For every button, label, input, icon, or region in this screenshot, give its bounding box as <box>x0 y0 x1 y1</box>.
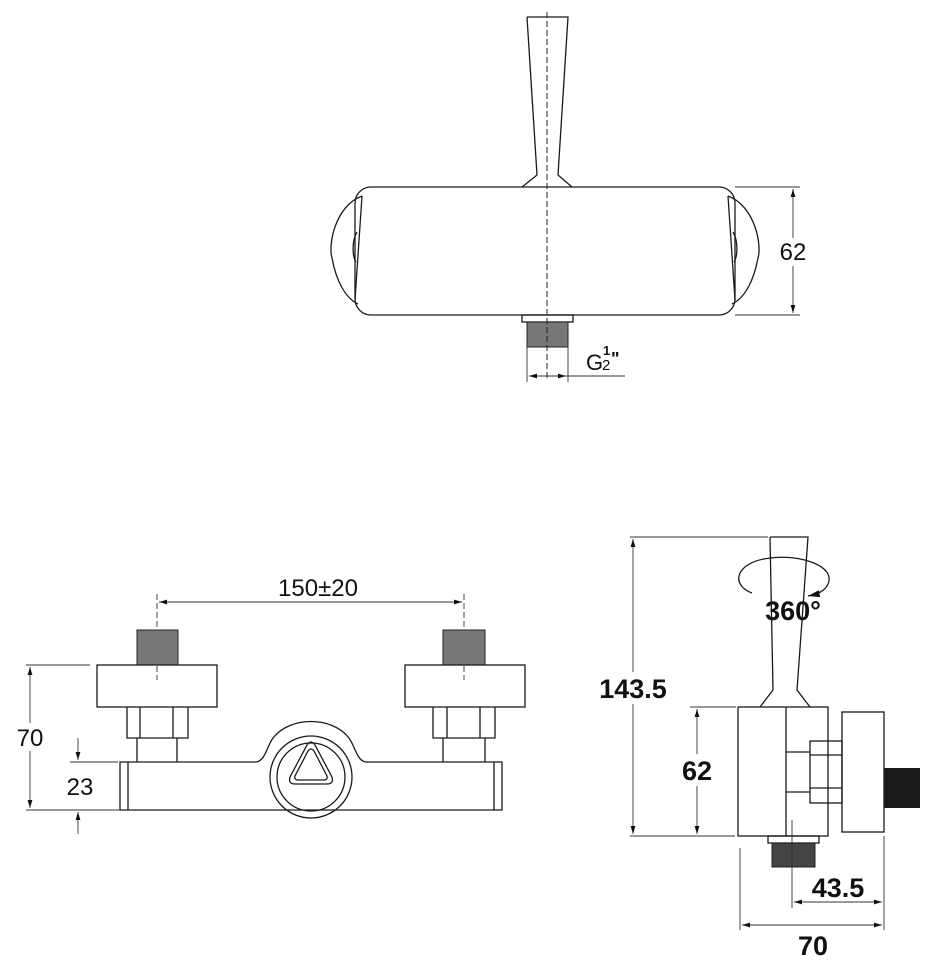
dimension-label-62-side: 62 <box>682 756 712 786</box>
rotation-label: 360° <box>765 596 821 626</box>
thread-fraction-numerator: 1 <box>603 343 610 358</box>
thread-size-label: G <box>586 350 603 375</box>
mixer-body <box>354 186 736 316</box>
right-end-cap <box>727 195 760 305</box>
coupling-lines <box>810 754 842 789</box>
dimension-label-70-side: 70 <box>798 931 828 961</box>
body-side <box>737 706 829 837</box>
right-eccentric-flange <box>404 664 526 708</box>
side-view: 143.5 360° 62 43.5 70 <box>596 536 920 961</box>
cartridge-cover-inner <box>276 742 346 812</box>
eccentric-flange-side <box>841 711 885 833</box>
thread-fraction-denominator: 2 <box>602 357 610 374</box>
dimension-label-70: 70 <box>17 725 44 752</box>
outlet-thread <box>526 321 569 348</box>
rotation-arrow-icon <box>738 556 830 598</box>
outlet-thread-side <box>771 842 816 868</box>
dimension-label-143-5: 143.5 <box>599 674 667 704</box>
top-view: 62 G 1 2 " <box>330 12 810 382</box>
lever-handle-side <box>759 536 811 708</box>
right-nut <box>432 707 496 762</box>
dimension-label-150: 150±20 <box>278 575 358 602</box>
body-connector <box>786 751 810 793</box>
left-inlet-thread <box>136 629 179 666</box>
wall-thread <box>884 768 920 808</box>
outlet-collar-side <box>767 835 820 844</box>
dimension-label-23: 23 <box>67 774 94 801</box>
inlet-coupling <box>809 740 843 804</box>
right-inlet-thread <box>442 629 486 666</box>
triangle-knob-icon <box>288 741 334 785</box>
inch-mark: " <box>611 349 620 369</box>
left-nut <box>126 707 189 762</box>
left-eccentric-flange <box>96 664 218 708</box>
left-end-cap <box>330 195 363 305</box>
front-view: 150±20 70 23 <box>10 575 526 834</box>
cartridge-cover-outer <box>269 735 353 819</box>
dimension-label-43-5: 43.5 <box>812 873 865 903</box>
mixer-bar <box>119 720 503 811</box>
dimension-label-62: 62 <box>780 239 807 266</box>
